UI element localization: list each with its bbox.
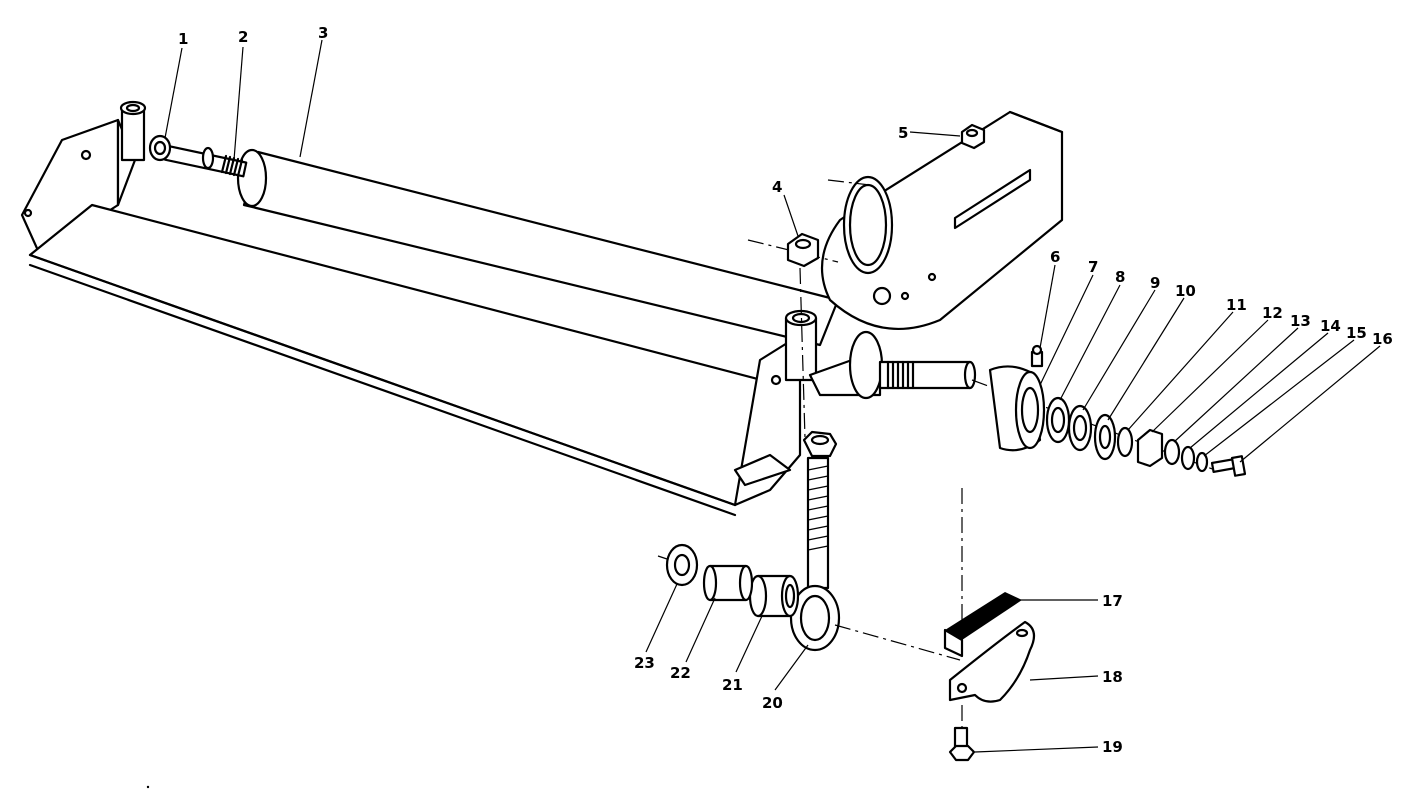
gear-10: [1093, 413, 1117, 461]
shaft-thread-right: [886, 360, 915, 390]
nut-12: [1136, 428, 1164, 468]
callout-16: 16: [1372, 330, 1393, 348]
callout-2: 2: [238, 28, 248, 46]
right-shaft: [808, 330, 977, 400]
callout-8: 8: [1115, 268, 1125, 286]
bearing-9: [1067, 404, 1093, 452]
callout-20: 20: [762, 694, 783, 712]
callout-11: 11: [1226, 296, 1247, 314]
eye-bolt-thread: [807, 465, 829, 551]
callout-23: 23: [634, 654, 655, 672]
spacer-22: [702, 564, 754, 602]
callout-21: 21: [722, 676, 743, 694]
washer-23: [657, 543, 699, 587]
left-end-bracket: [20, 100, 147, 257]
callout-13: 13: [1290, 312, 1311, 330]
ring-11: [1116, 426, 1134, 458]
washer-14: [1180, 445, 1196, 471]
clamp-18: [948, 620, 1036, 703]
base-plate: [28, 203, 802, 517]
callout-12: 12: [1262, 304, 1283, 322]
callout-6: 6: [1050, 248, 1060, 266]
callout-1: 1: [178, 30, 188, 48]
lock-washer-15: [1195, 451, 1209, 473]
stray-dot: [146, 785, 150, 789]
seal-8: [1045, 396, 1071, 444]
washer-13: [1163, 438, 1181, 466]
callout-18: 18: [1102, 668, 1123, 686]
callout-7: 7: [1088, 258, 1098, 276]
bearing-housing-7: [988, 365, 1046, 452]
leader-lines: [164, 39, 1381, 753]
callout-17: 17: [1102, 592, 1123, 610]
bushing-21: [748, 574, 800, 618]
shaft-thread: [220, 154, 244, 178]
grease-fitting-6: [1030, 344, 1044, 368]
callout-labels: 1 2 3 4 5 6 7 8 9 10 11 12 13 14 15 16 1…: [178, 24, 1393, 756]
nut-4: [786, 232, 820, 268]
bolt-19: [948, 705, 976, 762]
nut-5: [960, 123, 986, 150]
scraper-pad-17: [943, 488, 1022, 658]
callout-5: 5: [898, 124, 908, 142]
callout-14: 14: [1320, 317, 1341, 335]
side-plate-housing: [747, 110, 1064, 330]
left-shaft: [148, 134, 248, 178]
bearing-assembly: [971, 344, 1247, 477]
callout-10: 10: [1175, 282, 1196, 300]
callout-15: 15: [1346, 324, 1367, 342]
bolt-16: [1210, 455, 1247, 477]
callout-19: 19: [1102, 738, 1123, 756]
callout-4: 4: [772, 178, 782, 196]
callout-22: 22: [670, 664, 691, 682]
eye-bolt-20: [789, 267, 961, 661]
callout-3: 3: [318, 24, 328, 42]
callout-9: 9: [1150, 274, 1160, 292]
